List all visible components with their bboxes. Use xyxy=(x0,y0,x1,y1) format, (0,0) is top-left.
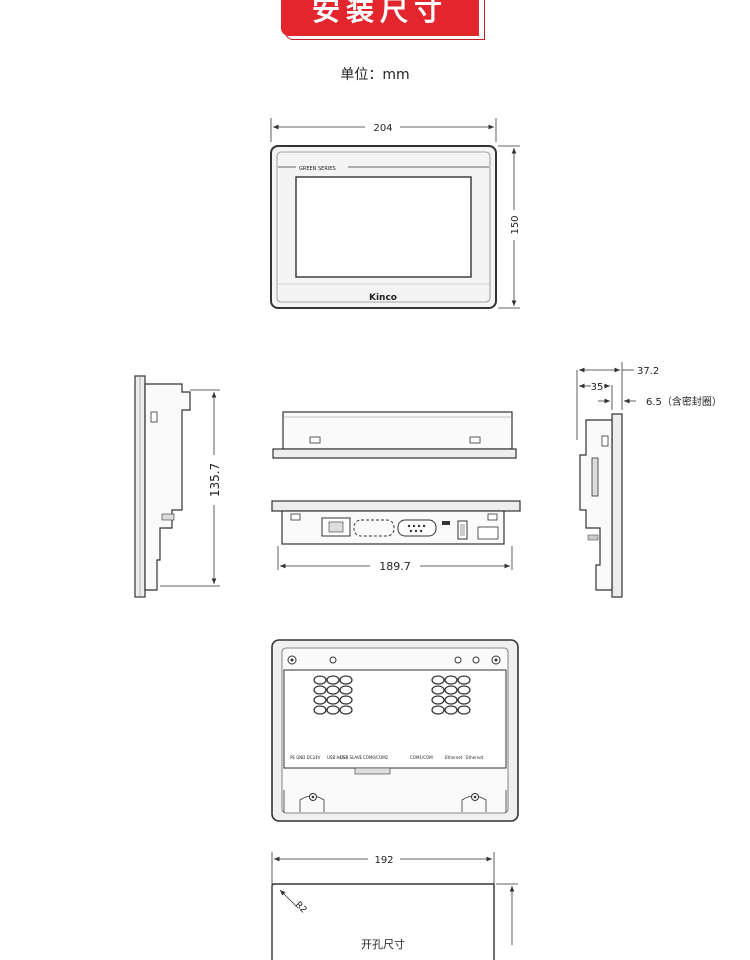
port-label-usb-host: USB HOST xyxy=(327,755,348,760)
port-label-usb-slave: USB SLAVE xyxy=(340,755,363,760)
port-label-ethernet-1: Ethernet xyxy=(445,755,463,760)
cutout-title: 开孔尺寸 xyxy=(361,937,405,951)
port-label-com0: COM0/COM2 xyxy=(363,755,389,760)
depth-body-label: 35 xyxy=(591,382,604,393)
front-view: 204 150 GREEN SERIES Kinco xyxy=(270,118,521,309)
port-label-ethernet-2: Ethernet xyxy=(466,755,484,760)
cutout-view: 192 R2 开孔尺寸 138 xyxy=(271,852,518,960)
banner-title: 安装尺寸 xyxy=(311,0,448,27)
depth-seal-label: 6.5（含密封圈） xyxy=(646,395,722,408)
title-banner: 安装尺寸 xyxy=(281,0,479,36)
depth-total-label: 37.2 xyxy=(637,366,659,377)
front-width-label: 204 xyxy=(373,123,392,134)
top-view xyxy=(272,411,517,459)
bottom-view: 189.7 xyxy=(271,500,521,573)
left-side-view: 135.7 xyxy=(134,375,222,598)
port-label-com1: COM1/COM xyxy=(410,755,433,760)
bottom-width-label: 189.7 xyxy=(379,560,411,573)
unit-label: 单位：mm xyxy=(340,67,410,83)
right-side-view: 37.2 35 6.5（含密封圈） xyxy=(576,362,722,598)
left-height-label: 135.7 xyxy=(208,463,222,497)
rear-view: PE GND DC24V USB HOST USB SLAVE COM0/COM… xyxy=(271,639,519,822)
cutout-width-label: 192 xyxy=(374,855,393,866)
front-height-label: 150 xyxy=(510,215,521,234)
brand-logo: Kinco xyxy=(369,293,397,303)
series-label: GREEN SERIES xyxy=(299,166,336,172)
port-label-power: PE GND DC24V xyxy=(290,755,321,760)
